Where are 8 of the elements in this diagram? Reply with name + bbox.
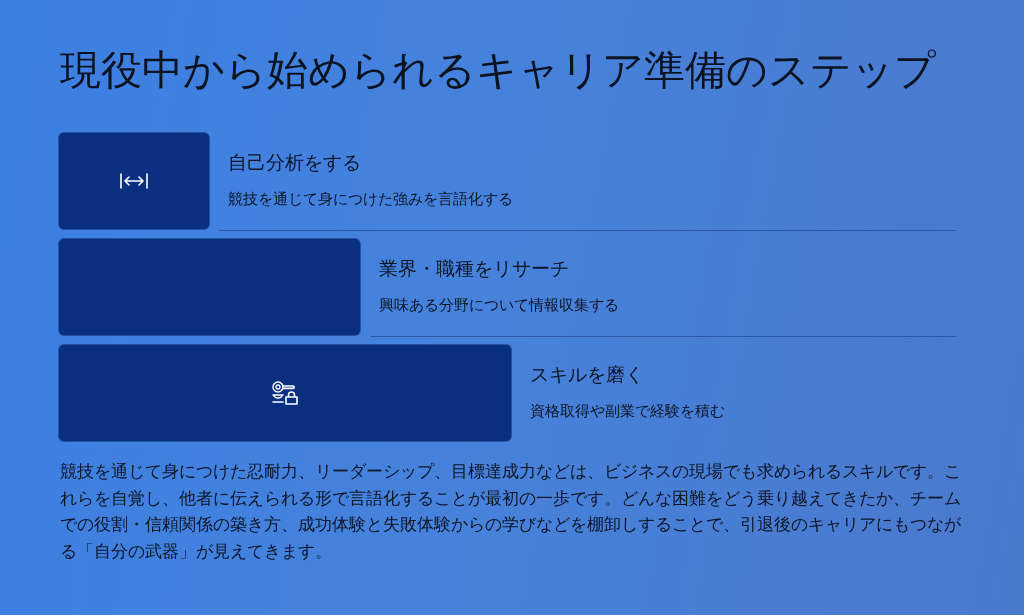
step-description: 興味ある分野について情報収集する <box>379 295 619 315</box>
paragraph: 競技を通じて身につけた忍耐力、リーダーシップ、目標達成力などは、ビジネスの現場でも求められるスキルです。これらを自覚し、他者に伝えられる形で言語化することが最初の一歩です。どんな困難をどう乗り越えてきたか、チームでの役割・信頼関係の築き方、成功体験と失敗体験からの学びなどを棚卸しすることで、引退後のキャリアにもつながる「自分の武器」が見えてきます。 <box>60 460 962 563</box>
step-description: 競技を通じて身につけた強みを言語化する <box>228 189 513 209</box>
step-heading: 業界・職種をリサーチ <box>379 256 569 280</box>
title: 現役中から始められるキャリア準備のステップ <box>60 45 936 96</box>
step-description: 資格取得や副業で経験を積む <box>530 401 725 421</box>
step-heading: スキルを磨く <box>530 362 644 386</box>
step-heading: 自己分析をする <box>228 150 361 174</box>
